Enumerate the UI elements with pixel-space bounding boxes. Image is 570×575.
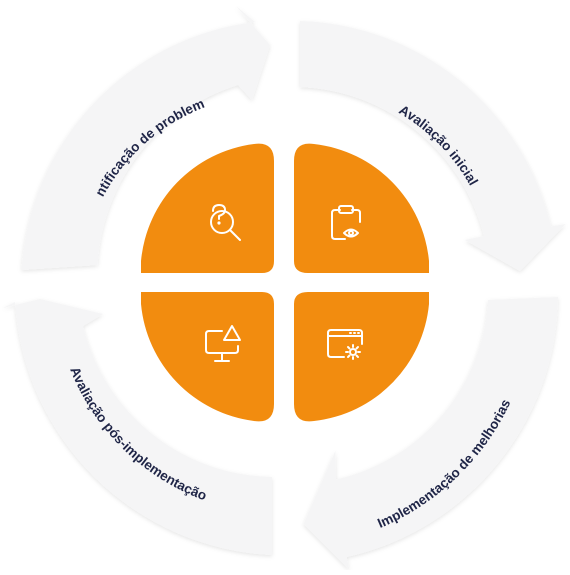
quadrant-top-left	[141, 143, 274, 273]
clipboard-eye-icon	[331, 205, 361, 240]
monitor-warning-icon	[205, 325, 241, 362]
cycle-arrows	[3, 6, 566, 570]
quadrant-bottom-left	[141, 292, 274, 422]
quadrant-bottom-right	[294, 292, 429, 422]
arrow-avaliacao-inicial	[300, 21, 566, 271]
browser-gear-icon	[327, 329, 363, 360]
arrow-implementacao	[303, 297, 558, 570]
quadrant-top-right	[294, 143, 429, 273]
arrow-pos-implementacao	[3, 299, 272, 555]
arrow-identificacao	[21, 6, 270, 270]
question-magnifier-icon	[210, 204, 241, 241]
center-quadrants	[141, 143, 429, 422]
